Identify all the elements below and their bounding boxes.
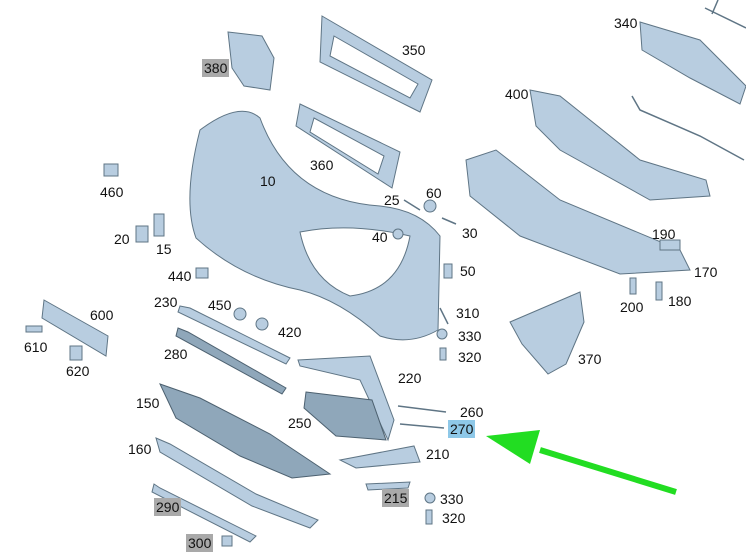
part-330a-clip [436, 328, 448, 340]
frame-corner [711, 0, 719, 15]
part-440-clip [195, 267, 209, 279]
callout-160[interactable]: 160 [128, 441, 152, 457]
part-40-screw [392, 228, 404, 240]
part-380-air-duct [227, 31, 275, 91]
part-420-clip [255, 317, 269, 331]
part-150-grille [159, 383, 332, 479]
callout-380[interactable]: 380 [202, 59, 230, 77]
callout-350[interactable]: 350 [402, 42, 426, 58]
callout-280[interactable]: 280 [164, 346, 188, 362]
part-310-strip [439, 307, 449, 325]
part-610-screw [25, 325, 43, 333]
callout-290[interactable]: 290 [154, 498, 182, 516]
callout-620[interactable]: 620 [66, 363, 90, 379]
part-250-insert [303, 391, 387, 441]
callout-210[interactable]: 210 [426, 446, 450, 462]
callout-360[interactable]: 360 [310, 157, 334, 173]
callout-330-lower[interactable]: 330 [440, 491, 464, 507]
part-320b-screw [425, 509, 433, 525]
callout-230[interactable]: 230 [154, 294, 178, 310]
part-340-strip [639, 21, 746, 105]
part-330b-clip [424, 492, 436, 504]
callout-260[interactable]: 260 [460, 404, 484, 420]
callout-320-upper[interactable]: 320 [458, 349, 482, 365]
callout-50[interactable]: 50 [460, 263, 476, 279]
part-460-sensor [103, 163, 119, 177]
part-270-trim [399, 423, 445, 429]
callout-370[interactable]: 370 [578, 351, 602, 367]
callout-20[interactable]: 20 [114, 231, 130, 247]
callout-440[interactable]: 440 [168, 268, 192, 284]
callout-190[interactable]: 190 [652, 226, 676, 242]
part-260-trim [397, 405, 447, 413]
part-300-clip [221, 535, 233, 547]
pointer-arrow-head [486, 430, 540, 464]
pointer-arrow-shaft [539, 447, 677, 495]
part-50-clip [443, 263, 453, 279]
part-280-trim [175, 327, 287, 395]
callout-600[interactable]: 600 [90, 307, 114, 323]
callout-420[interactable]: 420 [278, 324, 302, 340]
part-400-reinforcement [529, 89, 711, 201]
callout-25[interactable]: 25 [384, 192, 400, 208]
callout-15[interactable]: 15 [156, 241, 172, 257]
part-340-wire [631, 95, 745, 161]
part-200-screw [629, 277, 637, 295]
part-600-plate-holder [41, 299, 109, 357]
callout-220[interactable]: 220 [398, 370, 422, 386]
part-450-clip [233, 307, 247, 321]
part-25-rod [403, 199, 421, 211]
callout-400[interactable]: 400 [505, 86, 529, 102]
part-15-bracket [153, 213, 165, 237]
callout-310[interactable]: 310 [456, 305, 480, 321]
part-220-trim [297, 355, 395, 442]
callout-250[interactable]: 250 [288, 415, 312, 431]
callout-460[interactable]: 460 [100, 184, 124, 200]
part-620-bracket [69, 345, 83, 361]
part-210-vent [338, 445, 421, 469]
callout-60[interactable]: 60 [426, 185, 442, 201]
part-30-rod [441, 217, 457, 225]
part-20-sensor [135, 225, 149, 243]
part-190-bracket [659, 239, 681, 251]
callout-200[interactable]: 200 [620, 299, 644, 315]
part-215-trim [365, 481, 411, 491]
part-60-clip [423, 199, 437, 213]
callout-170[interactable]: 170 [694, 264, 718, 280]
part-230-trim [177, 305, 291, 365]
callout-215[interactable]: 215 [382, 489, 410, 507]
callout-180[interactable]: 180 [668, 293, 692, 309]
callout-610[interactable]: 610 [24, 339, 48, 355]
callout-340[interactable]: 340 [614, 15, 638, 31]
part-170-underguard [465, 149, 691, 275]
part-370-bracket [509, 291, 585, 375]
callout-270-highlighted[interactable]: 270 [448, 420, 476, 438]
callout-320-lower[interactable]: 320 [442, 510, 466, 526]
callout-10[interactable]: 10 [260, 173, 276, 189]
callout-330-upper[interactable]: 330 [458, 328, 482, 344]
callout-450[interactable]: 450 [208, 297, 232, 313]
part-320a-screw [439, 347, 447, 361]
callout-150[interactable]: 150 [136, 395, 160, 411]
callout-40[interactable]: 40 [372, 229, 388, 245]
frame-corner [704, 7, 746, 29]
callout-300[interactable]: 300 [186, 534, 214, 552]
callout-30[interactable]: 30 [462, 225, 478, 241]
part-160-spoiler [155, 437, 319, 529]
part-180-screw [655, 281, 663, 301]
